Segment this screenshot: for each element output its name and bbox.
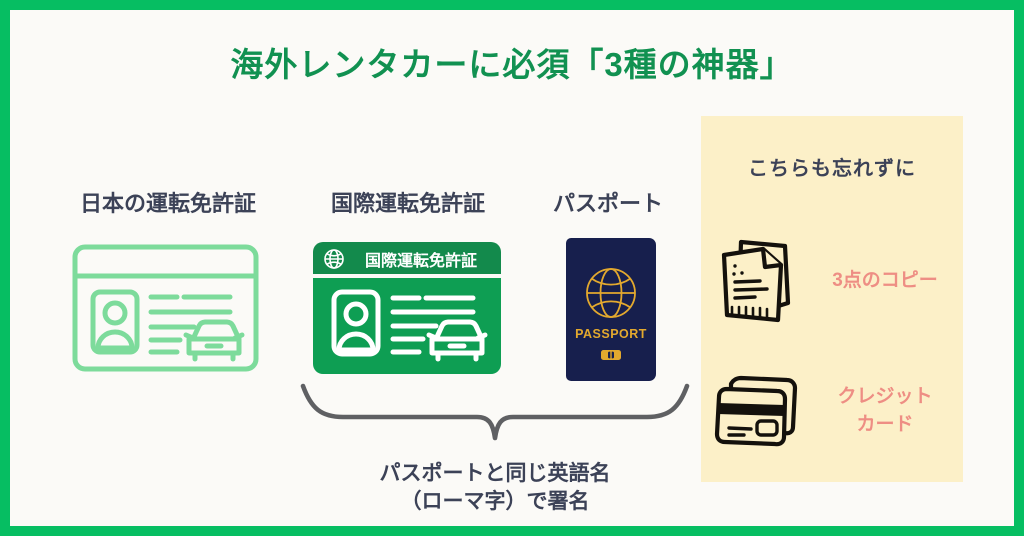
reminder-item-copies-line-1: 3点のコピー — [832, 270, 938, 292]
japan-drivers-license-card-icon — [72, 244, 259, 372]
reminder-item-credit-card-line-1: クレジット — [837, 386, 933, 408]
passport-booklet-text: PASSPORT — [575, 327, 647, 341]
reminder-item-copies: 3点のコピー — [701, 226, 963, 336]
page-title: 海外レンタカーに必須「3種の神器」 — [230, 46, 794, 83]
brace-caption-line-2: （ローマ字）で署名 — [400, 490, 590, 514]
item-label-international-permit: 国際運転免許証 — [330, 191, 485, 216]
brace-caption-line-1: パスポートと同じ英語名 — [379, 462, 611, 485]
credit-cards-icon — [701, 371, 813, 451]
item-label-passport: パスポート — [552, 191, 663, 216]
reminder-item-credit-card: クレジット カード — [701, 356, 963, 466]
passport-booklet-icon: PASSPORT — [566, 238, 656, 381]
reminder-item-credit-card-text: クレジット カード — [813, 383, 963, 438]
reminder-item-credit-card-line-2: カード — [856, 414, 914, 435]
international-driving-permit-card-icon: 国際運転免許証 — [313, 242, 501, 374]
reminder-item-copies-text: 3点のコピー — [813, 267, 963, 295]
reminder-panel: こちらも忘れずに — [701, 116, 963, 482]
infographic-canvas: 海外レンタカーに必須「3種の神器」 日本の運転免許証 国際運転免許証 パスポート — [10, 10, 1014, 526]
item-label-japan-license: 日本の運転免許証 — [79, 191, 256, 216]
documents-copy-icon — [701, 235, 813, 327]
reminder-panel-title: こちらも忘れずに — [748, 158, 916, 180]
brace-caption: パスポートと同じ英語名 （ローマ字）で署名 — [265, 460, 725, 517]
curly-brace-icon — [295, 382, 695, 444]
idp-card-header-text: 国際運転免許証 — [365, 251, 477, 270]
passport-chip-icon — [601, 350, 621, 360]
